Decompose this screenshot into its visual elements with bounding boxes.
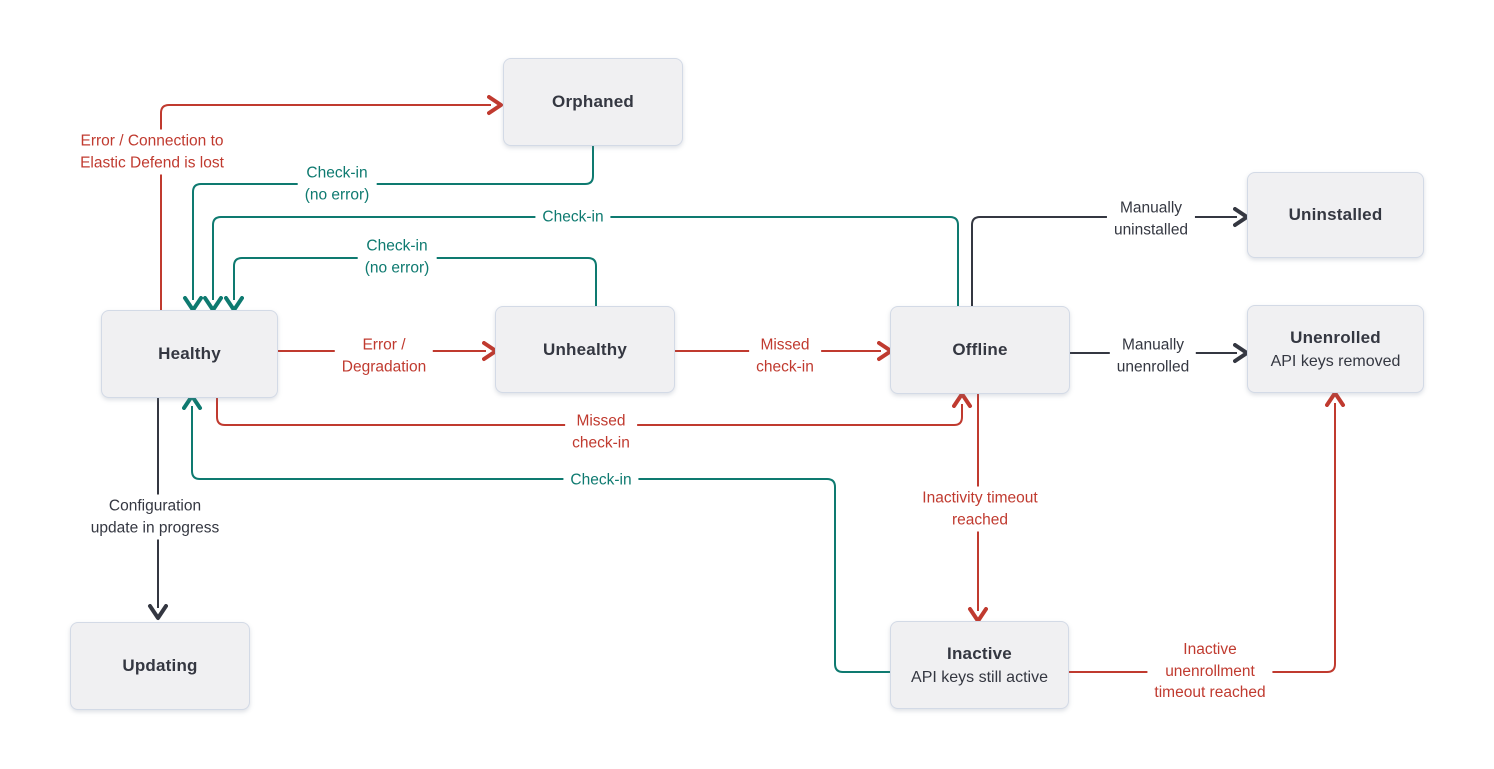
edge-label-healthy-to-offline: Missed check-in [565,409,637,455]
node-orphaned: Orphaned [503,58,683,146]
edge-label-offline-to-healthy: Check-in [535,205,611,229]
edge-orphaned-to-healthy [183,146,594,312]
edge-label-inactive-to-healthy: Check-in [563,468,639,492]
node-unhealthy: Unhealthy [495,306,675,393]
edge-label-offline-to-unenrolled: Manually unenrolled [1109,333,1197,379]
node-updating-label: Updating [122,656,198,675]
edge-label-offline-to-inactive: Inactivity timeout reached [915,486,1045,532]
node-healthy: Healthy [101,310,278,398]
edge-label-healthy-to-orphaned: Error / Connection to Elastic Defend is … [73,129,231,175]
node-inactive-label: Inactive [947,643,1012,663]
edge-offline-to-uninstalled [971,207,1249,306]
node-uninstalled-label: Uninstalled [1288,205,1383,224]
node-inactive-sublabel: API keys still active [911,668,1048,686]
node-updating: Updating [70,622,250,710]
edge-label-healthy-to-updating: Configuration update in progress [83,494,227,540]
edge-label-unhealthy-to-healthy: Check-in (no error) [357,234,437,280]
node-inactive: Inactive API keys still active [890,621,1069,709]
node-healthy-label: Healthy [158,344,221,363]
node-offline-label: Offline [952,340,1008,359]
edge-label-healthy-to-unhealthy: Error / Degradation [334,333,434,379]
edge-inactive-to-unenrolled [1069,391,1345,673]
edge-label-orphaned-to-healthy: Check-in (no error) [297,161,377,207]
node-unhealthy-label: Unhealthy [543,339,627,359]
node-unenrolled-label: Unenrolled [1290,327,1381,347]
edge-label-unhealthy-to-offline: Missed check-in [749,333,821,379]
node-offline: Offline [890,306,1070,394]
edge-healthy-to-orphaned [160,95,503,310]
edge-label-offline-to-uninstalled: Manually uninstalled [1106,196,1196,242]
node-uninstalled: Uninstalled [1247,172,1424,258]
node-unenrolled-sublabel: API keys removed [1270,352,1401,370]
edge-inactive-to-healthy [182,394,890,673]
node-unenrolled: Unenrolled API keys removed [1247,305,1424,393]
node-orphaned-label: Orphaned [552,92,634,111]
edge-label-inactive-to-unenrolled: Inactive unenrollment timeout reached [1147,637,1273,705]
edge-offline-to-healthy [203,216,959,312]
